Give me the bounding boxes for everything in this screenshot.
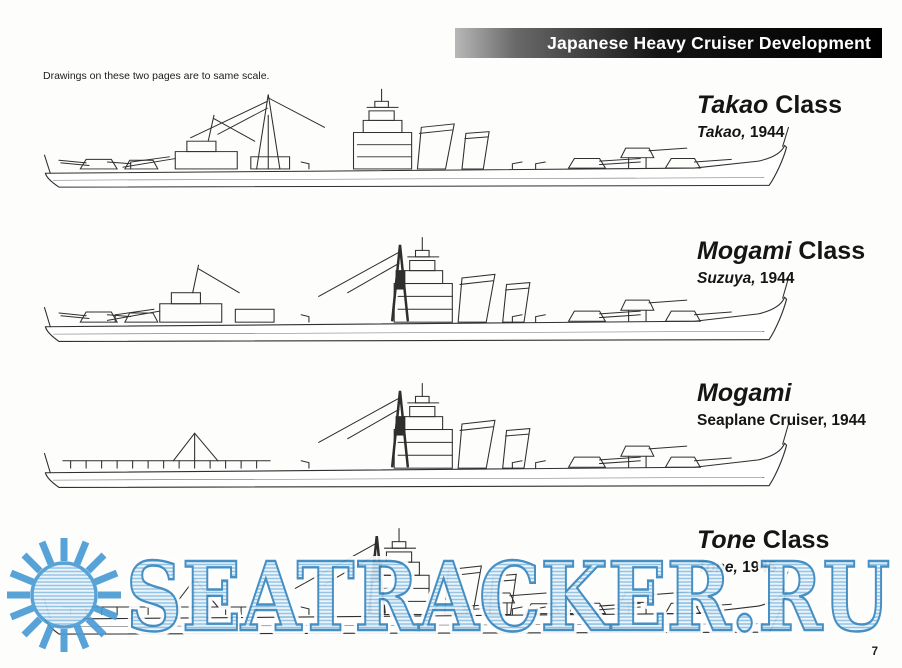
tone-class-profile-drawing (43, 528, 790, 635)
ship-subtitle: Seaplane Cruiser, 1944 (697, 411, 866, 429)
ship-class-title: Tone Class (697, 526, 830, 554)
takao-class-profile-drawing (43, 88, 790, 188)
ship-section-mogami-seaplane: Mogami Seaplane Cruiser, 1944 (0, 362, 902, 504)
section-header-bar: Japanese Heavy Cruiser Development (455, 28, 882, 58)
ship-section-mogami-class: Mogami Class Suzuya, 1944 (0, 218, 902, 360)
page-number: 7 (871, 646, 878, 658)
ship-label: Takao Class Takao, 1944 (697, 91, 842, 142)
section-title: Japanese Heavy Cruiser Development (547, 32, 871, 53)
ship-class-title: Mogami (697, 379, 792, 407)
ship-section-tone: Tone Class Tone, 1945 (0, 505, 902, 655)
ship-label: Mogami Seaplane Cruiser, 1944 (697, 379, 866, 430)
ship-subtitle: Takao, 1944 (697, 123, 785, 141)
ship-class-title: Takao Class (697, 91, 842, 119)
ship-label: Tone Class Tone, 1945 (697, 526, 830, 577)
ship-section-takao: Takao Class Takao, 1944 (0, 80, 902, 214)
scale-note: Drawings on these two pages are to same … (43, 70, 270, 82)
ship-subtitle: Tone, 1945 (697, 558, 777, 576)
ship-class-title: Mogami Class (697, 237, 866, 265)
ship-label: Mogami Class Suzuya, 1944 (697, 237, 866, 288)
ship-subtitle: Suzuya, 1944 (697, 269, 795, 287)
suzuya-profile-drawing (43, 236, 790, 343)
mogami-seaplane-profile-drawing (43, 382, 790, 489)
